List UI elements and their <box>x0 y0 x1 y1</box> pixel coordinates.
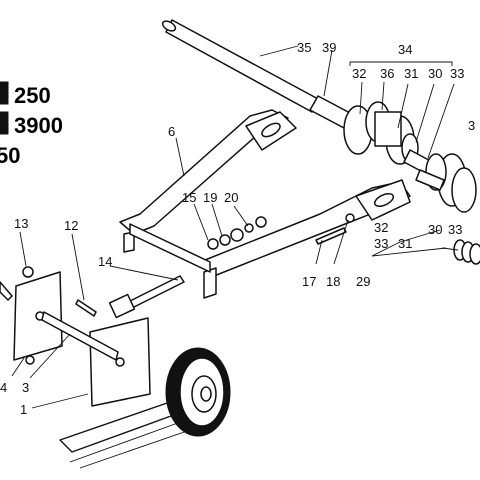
callout-15: 15 <box>182 190 196 205</box>
callout-14: 14 <box>98 254 112 269</box>
callout-39: 39 <box>322 40 336 55</box>
model-label-1: 250 <box>14 83 51 108</box>
model-label-3: 50 <box>0 143 20 168</box>
lower-hub-assembly <box>415 153 477 213</box>
axle-shaft <box>161 19 353 129</box>
upper-hub-assembly <box>343 101 441 179</box>
callout-31-top: 31 <box>404 66 418 81</box>
callout-31-bottom: 31 <box>398 236 412 251</box>
callout-29: 29 <box>356 274 370 289</box>
bolt-part <box>108 275 185 319</box>
callout-12: 12 <box>64 218 78 233</box>
fastener-group <box>207 213 355 250</box>
spring-part <box>441 239 480 265</box>
callout-30-bottom: 30 <box>428 222 442 237</box>
callout-34: 33 <box>374 236 388 251</box>
callout-labels: 35 39 34 32 36 31 30 33 6 15 19 20 32 33… <box>0 40 475 417</box>
callout-3: 3 <box>22 380 29 395</box>
model-label-2: 3900 <box>14 113 63 138</box>
callout-17: 17 <box>302 274 316 289</box>
main-frame <box>119 109 411 299</box>
callout-37: 35 <box>297 40 311 55</box>
left-bracket-pair <box>0 266 151 407</box>
rail-part <box>59 401 191 469</box>
model-marker-2 <box>0 111 9 135</box>
callout-1: 1 <box>20 402 27 417</box>
callout-6: 6 <box>168 124 175 139</box>
callout-20: 20 <box>224 190 238 205</box>
wheel-part <box>165 347 231 437</box>
callout-4: 4 <box>0 380 7 395</box>
callout-36: 36 <box>380 66 394 81</box>
model-marker-1 <box>0 81 9 105</box>
leader-lines <box>11 45 455 409</box>
callout-33-top: 33 <box>450 66 464 81</box>
callout-33-bottom: 33 <box>448 222 462 237</box>
callout-13: 13 <box>14 216 28 231</box>
callout-30-top: 30 <box>428 66 442 81</box>
callout-3-right: 3 <box>468 118 475 133</box>
callout-32-bottom: 32 <box>374 220 388 235</box>
callout-35: 34 <box>398 42 412 57</box>
callout-32-top: 32 <box>352 66 366 81</box>
callout-19: 19 <box>203 190 217 205</box>
callout-18: 18 <box>326 274 340 289</box>
